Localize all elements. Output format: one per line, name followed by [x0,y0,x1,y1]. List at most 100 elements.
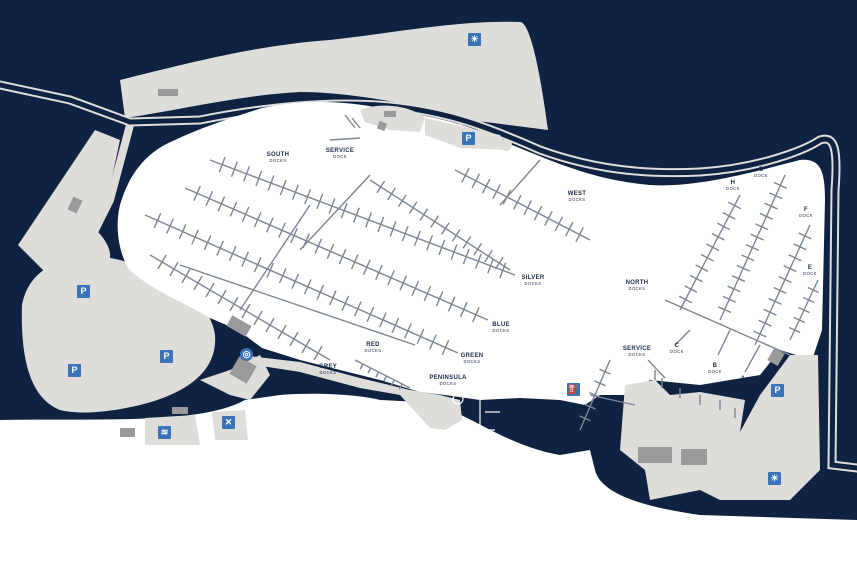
finger-pier [291,191,297,200]
finger-pier [464,167,470,176]
peninsula-dock [354,359,411,389]
finger-pier [191,236,196,245]
finger-pier [319,284,325,293]
finger-pier [343,202,348,211]
finger-pier [221,156,226,165]
finger-pier [218,164,223,173]
parking-icon[interactable]: P [462,132,475,145]
parking-icon[interactable]: P [160,350,173,363]
lifebuoy-icon[interactable]: ◎ [240,348,253,361]
finger-pier [689,274,697,280]
finger-pier [196,185,201,194]
restaurant-icon[interactable]: ✕ [222,416,235,429]
green-dock [149,254,331,361]
finger-pier [217,203,223,212]
finger-pier [733,288,741,293]
finger-pier [366,259,371,268]
finger-pier [245,166,251,175]
finger-pier [429,341,434,350]
finger-pier [303,286,309,295]
finger-pier [169,268,175,277]
finger-pier [293,227,298,236]
finger-pier [465,248,470,257]
finger-pier [267,182,272,191]
finger-pier [447,303,453,312]
finger-pier [341,303,346,311]
finger-pier [382,312,387,321]
finger-pier [438,291,444,300]
finger-pier [803,309,810,314]
finger-pier [362,266,368,275]
finger-pier [265,324,271,333]
finger-pier [594,380,601,384]
pool-icon[interactable]: ≋ [158,426,171,439]
c-dock [647,359,666,379]
spine-grey [239,204,311,311]
finger-pier [794,329,801,334]
finger-pier [804,235,812,240]
finger-pier [728,201,735,207]
finger-pier [231,246,237,254]
finger-pier [547,211,553,219]
sun-icon[interactable]: ☀ [468,33,481,46]
finger-pier [788,326,795,331]
finger-pier [269,217,274,226]
parking-icon[interactable]: P [68,364,81,377]
finger-pier [731,275,739,280]
finger-pier [314,245,319,254]
finger-pier [230,168,236,177]
finger-pier [487,249,493,257]
finger-pier [244,251,250,260]
finger-pier [294,273,300,282]
finger-pier [377,224,382,233]
finger-pier [773,286,781,292]
finger-pier [241,258,246,267]
finger-pier [383,375,388,382]
finger-pier [759,333,767,338]
finger-pier [341,249,347,257]
finger-pier [589,391,596,396]
sun-icon[interactable]: ☀ [768,472,781,485]
finger-pier [397,200,403,208]
finger-pier [401,194,407,202]
finger-pier [462,241,468,249]
finger-pier [813,289,820,294]
finger-pier [775,195,783,200]
finger-pier [700,253,708,259]
buildings [67,89,785,465]
finger-pier [487,265,492,274]
silver-dock [184,187,489,321]
finger-pier [802,296,809,301]
finger-pier [423,293,429,302]
fuel-icon[interactable]: ⛽ [567,383,580,396]
finger-pier [794,257,802,262]
finger-pier [513,201,518,210]
finger-pier [461,175,467,183]
finger-pier [241,310,247,319]
finger-pier [305,233,311,242]
finger-pier [379,319,384,328]
finger-pier [742,267,750,272]
parking-icon[interactable]: P [771,384,784,397]
finger-pier [481,185,487,194]
parking-icon[interactable]: P [77,285,90,298]
finger-pier [441,347,447,356]
finger-pier [453,244,458,253]
finger-pier [444,339,450,348]
south-dock [209,159,516,276]
finger-pier [438,247,443,256]
finger-pier [584,403,591,408]
finger-pier [685,298,692,304]
finger-pier [808,299,815,304]
finger-pier [793,243,801,248]
finger-pier [495,184,501,192]
finger-pier [516,194,522,203]
finger-pier [706,257,714,262]
